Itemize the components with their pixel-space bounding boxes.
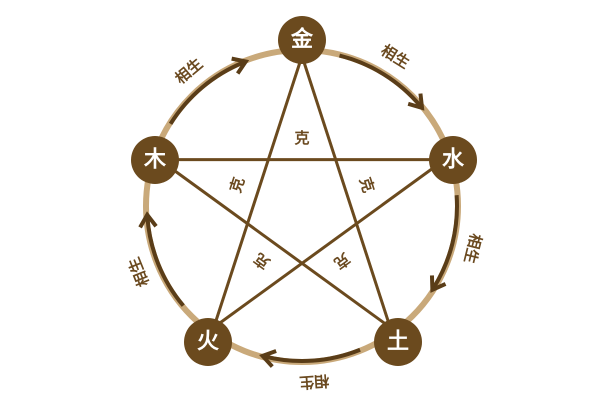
- generating-arrow-icon: [429, 195, 459, 293]
- generating-label: 相生: [299, 372, 330, 392]
- element-node: 土: [374, 318, 422, 366]
- generating-arrow-icon: [168, 56, 250, 125]
- overcoming-label: 克: [251, 249, 274, 272]
- element-node: 火: [184, 318, 232, 366]
- cycle-labels: 相生克相生克相生克相生克相生克: [125, 41, 485, 391]
- element-label: 火: [197, 330, 219, 355]
- overcoming-label: 克: [331, 249, 354, 272]
- element-node: 水: [429, 136, 477, 184]
- generating-arrows: [138, 53, 459, 368]
- generating-arrow-icon: [339, 53, 425, 111]
- generating-arrow-icon: [259, 347, 361, 368]
- element-label: 水: [442, 148, 465, 173]
- generating-arrow-icon: [138, 211, 185, 307]
- overcoming-label: 克: [294, 129, 309, 147]
- element-nodes: 金水土 火 木: [131, 16, 477, 366]
- overcoming-line: [300, 55, 392, 328]
- element-label: 木: [143, 148, 167, 173]
- element-label: 土: [387, 330, 409, 355]
- overcoming-line: [212, 158, 446, 329]
- generating-label: 相生: [460, 232, 485, 265]
- overcoming-label: 克: [356, 175, 378, 195]
- pentagram-lines: [158, 55, 446, 329]
- element-node: 金: [278, 16, 326, 64]
- overcoming-line: [212, 55, 304, 328]
- generating-label: 相生: [125, 255, 153, 290]
- generating-label: 相生: [378, 41, 413, 72]
- element-label: 金: [290, 27, 314, 53]
- overcoming-label: 克: [226, 175, 248, 195]
- overcoming-line: [158, 158, 392, 329]
- generating-label: 相生: [172, 55, 207, 88]
- element-node: 木: [131, 136, 179, 184]
